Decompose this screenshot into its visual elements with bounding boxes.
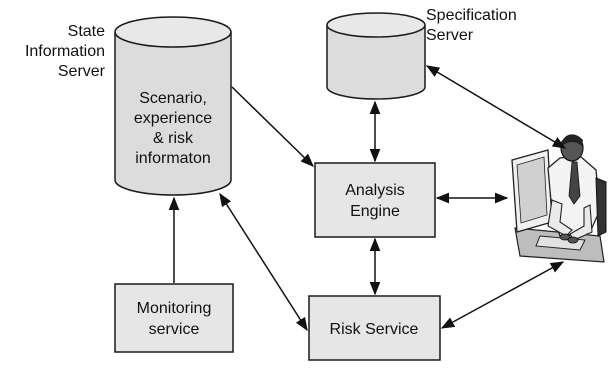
- specification-server: [326, 12, 426, 100]
- state-info-content-line4: informaton: [135, 150, 211, 167]
- edge-spec-user: [425, 65, 567, 149]
- edge-state-to-analysis: [231, 86, 314, 167]
- monitoring-service-box: [114, 283, 234, 353]
- state-info-label-line2: Information: [25, 43, 105, 60]
- state-info-label-line1: State: [68, 23, 105, 40]
- risk-service-label: Risk Service: [330, 321, 419, 338]
- state-info-content-line1: Scenario,: [139, 90, 207, 107]
- state-info-content-line3: & risk: [153, 130, 194, 147]
- spec-server-label-line2: Server: [426, 27, 474, 44]
- monitoring-service-label-line1: Monitoring: [137, 300, 212, 317]
- edge-risk-user: [440, 261, 565, 329]
- analysis-engine-label-line1: Analysis: [345, 182, 405, 199]
- state-information-server: [114, 16, 232, 196]
- edge-state-risk: [219, 192, 308, 332]
- state-info-content-line2: experience: [134, 110, 212, 127]
- risk-service-box: [308, 295, 441, 361]
- monitoring-service-label-line2: service: [149, 321, 200, 338]
- spec-server-label-line1: Specification: [426, 7, 517, 24]
- analysis-engine-box: [314, 162, 436, 238]
- state-info-label-line3: Server: [58, 63, 106, 80]
- person-at-computer-icon: [511, 134, 607, 263]
- analysis-engine-label-line2: Engine: [350, 203, 400, 220]
